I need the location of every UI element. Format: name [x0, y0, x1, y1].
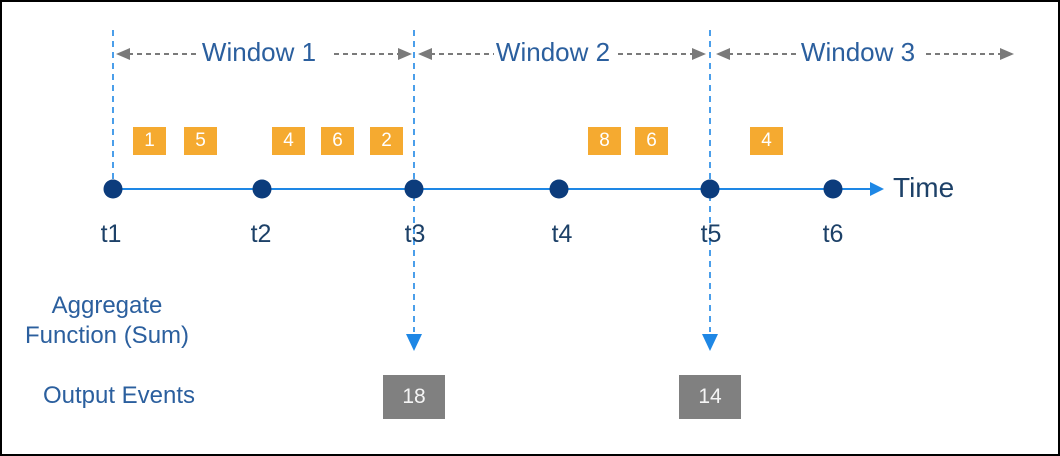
- tick-label-t6: t6: [822, 220, 844, 248]
- timeline-dot-t6: [823, 179, 843, 199]
- output-arrowhead-t5: [702, 334, 718, 351]
- event-box: 2: [370, 127, 403, 155]
- event-box: 6: [321, 127, 354, 155]
- output-arrowhead-t3: [406, 334, 422, 351]
- window1-right-arrowhead: [398, 48, 412, 60]
- timeline-dot-t2: [252, 179, 272, 199]
- tick-label-t1: t1: [100, 220, 122, 248]
- window1-label: Window 1: [201, 37, 317, 67]
- aggregate-function-label-line2: Function (Sum): [24, 322, 190, 349]
- tick-label-t4: t4: [551, 220, 573, 248]
- output-event-box: 18: [383, 375, 445, 419]
- window1-left-arrowhead: [116, 48, 130, 60]
- window2-left-arrowhead: [418, 48, 432, 60]
- window2-right-arrowhead: [692, 48, 706, 60]
- aggregate-function-label-line1: Aggregate: [51, 292, 163, 319]
- event-box: 6: [635, 127, 668, 155]
- event-box: 1: [133, 127, 166, 155]
- tick-label-t2: t2: [250, 220, 272, 248]
- timeline-dot-t4: [549, 179, 569, 199]
- timeline-dot-t5: [700, 179, 720, 199]
- event-box: 8: [588, 127, 621, 155]
- tick-label-t5: t5: [700, 220, 722, 248]
- event-box: 5: [184, 127, 217, 155]
- event-box: 4: [750, 127, 783, 155]
- timeline-dot-t3: [404, 179, 424, 199]
- window2-label: Window 2: [495, 37, 611, 67]
- window3-label: Window 3: [800, 37, 916, 67]
- event-box: 4: [272, 127, 305, 155]
- timeline-dot-t1: [103, 179, 123, 199]
- window3-left-arrowhead: [716, 48, 730, 60]
- timeline-arrowhead: [870, 182, 884, 196]
- output-events-label: Output Events: [42, 382, 196, 409]
- output-event-box: 14: [679, 375, 741, 419]
- window3-right-arrowhead: [1000, 48, 1014, 60]
- tick-label-t3: t3: [404, 220, 426, 248]
- time-axis-label: Time: [893, 172, 955, 203]
